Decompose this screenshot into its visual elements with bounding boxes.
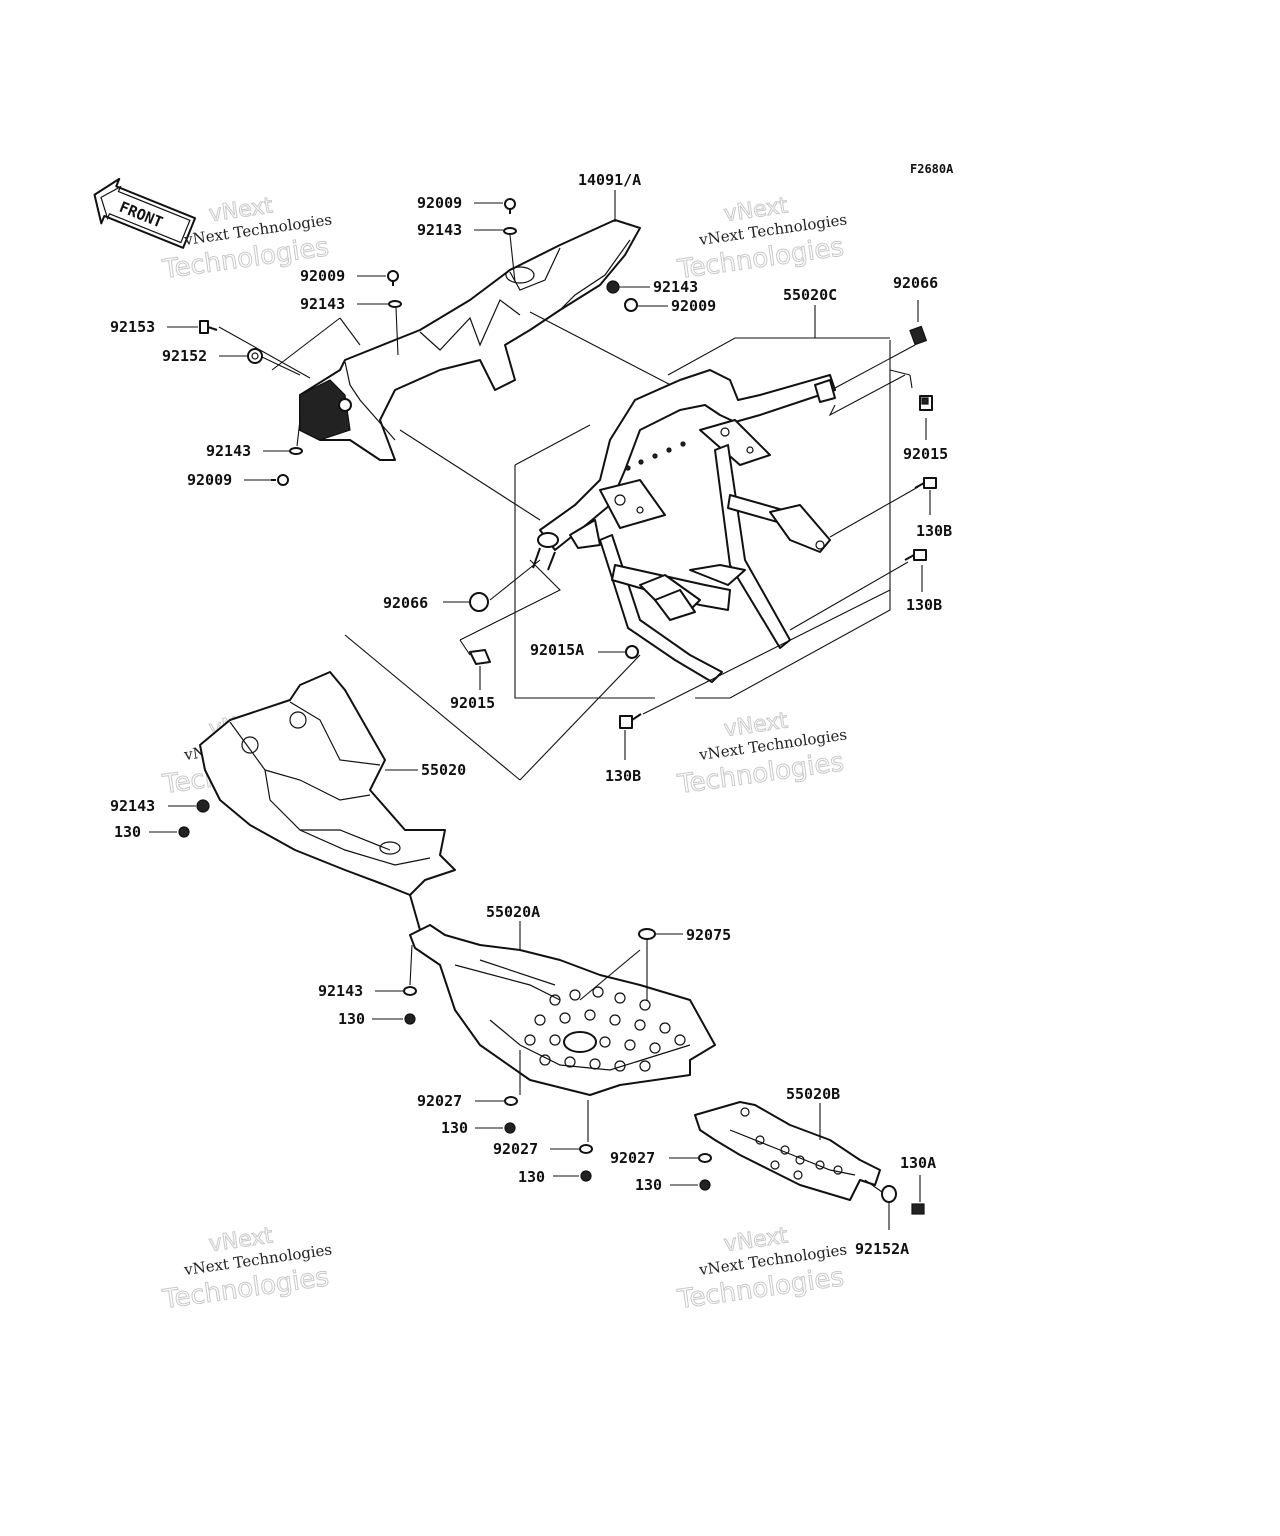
part-label: 55020B: [786, 1085, 840, 1103]
leader-lines: [372, 921, 683, 1177]
bolt-icon: [504, 1122, 516, 1134]
skid-plate-55020b: [694, 1101, 881, 1201]
plug-icon: [638, 928, 656, 940]
part-label: 130: [114, 823, 141, 841]
part-label: 92152: [162, 347, 207, 365]
part-label: 92027: [493, 1140, 538, 1158]
part-label: 92027: [610, 1149, 655, 1167]
washer-icon: [289, 447, 303, 455]
frame-55020c: [514, 337, 891, 699]
part-label: 92009: [300, 267, 345, 285]
part-label: 130: [441, 1119, 468, 1137]
screw-icon: [271, 474, 289, 486]
front-arrow-icon: FRONT: [93, 177, 197, 249]
screw-icon: [624, 298, 638, 312]
washer-icon: [504, 1096, 518, 1106]
screw-icon: [387, 270, 399, 286]
part-label: 92066: [893, 274, 938, 292]
part-label: 92143: [110, 797, 155, 815]
screw-icon: [504, 198, 516, 214]
leader-lines: [669, 1103, 921, 1230]
part-label: 92152A: [855, 1240, 909, 1258]
cap-icon: [469, 592, 489, 612]
part-label: 130A: [900, 1154, 936, 1172]
part-label: 130B: [906, 596, 942, 614]
bolt-icon: [914, 477, 937, 489]
part-label: 92143: [653, 278, 698, 296]
bolt-icon: [199, 320, 218, 334]
bolt-icon: [178, 826, 190, 838]
part-label: 92009: [187, 471, 232, 489]
figure-code: F2680A: [910, 162, 954, 176]
part-label: 92143: [206, 442, 251, 460]
part-label: 55020: [421, 761, 466, 779]
part-label: 55020C: [783, 286, 837, 304]
part-label: 92015A: [530, 641, 584, 659]
clip-icon: [919, 395, 933, 411]
washer-icon: [388, 300, 402, 308]
part-label: 92015: [903, 445, 948, 463]
bolt-icon: [904, 549, 927, 561]
bolt-icon: [911, 1203, 925, 1215]
washer-icon: [881, 1185, 897, 1203]
skid-plate-55020: [199, 671, 456, 931]
bolt-icon: [404, 1013, 416, 1025]
nut-icon: [625, 645, 639, 659]
part-label: 130: [518, 1168, 545, 1186]
skid-plate-55020a: [409, 924, 716, 1096]
part-label: 92009: [671, 297, 716, 315]
washer-icon: [503, 227, 517, 235]
cover-14091a: [299, 219, 641, 461]
part-label: 55020A: [486, 903, 540, 921]
part-label: 92015: [450, 694, 495, 712]
part-labels: 14091/A 92009 92143 92009 92143 92153 92…: [110, 171, 952, 1258]
part-label: 130B: [916, 522, 952, 540]
clip-icon: [469, 649, 491, 665]
leader-lines: [149, 769, 418, 833]
leader-lines: [344, 300, 931, 781]
part-label: 92066: [383, 594, 428, 612]
part-label: 92009: [417, 194, 462, 212]
bolt-icon: [619, 713, 642, 729]
part-label: 130B: [605, 767, 641, 785]
part-label: 92143: [318, 982, 363, 1000]
washer-icon: [403, 986, 417, 996]
grommet-icon: [606, 280, 620, 294]
part-label: 92027: [417, 1092, 462, 1110]
part-label: 130: [635, 1176, 662, 1194]
washer-icon: [698, 1153, 712, 1163]
part-label: 92143: [417, 221, 462, 239]
part-label: 14091/A: [578, 171, 641, 189]
grommet-icon: [196, 799, 210, 813]
washer-icon: [579, 1144, 593, 1154]
bolt-icon: [699, 1179, 711, 1191]
part-label: 92143: [300, 295, 345, 313]
bolt-icon: [580, 1170, 592, 1182]
grommet-icon: [247, 348, 263, 364]
leader-lines: [167, 190, 691, 521]
rubber-cap-icon: [909, 325, 928, 346]
hole-pattern: [524, 986, 686, 1072]
part-label: 130: [338, 1010, 365, 1028]
part-label: 92075: [686, 926, 731, 944]
part-label: 92153: [110, 318, 155, 336]
